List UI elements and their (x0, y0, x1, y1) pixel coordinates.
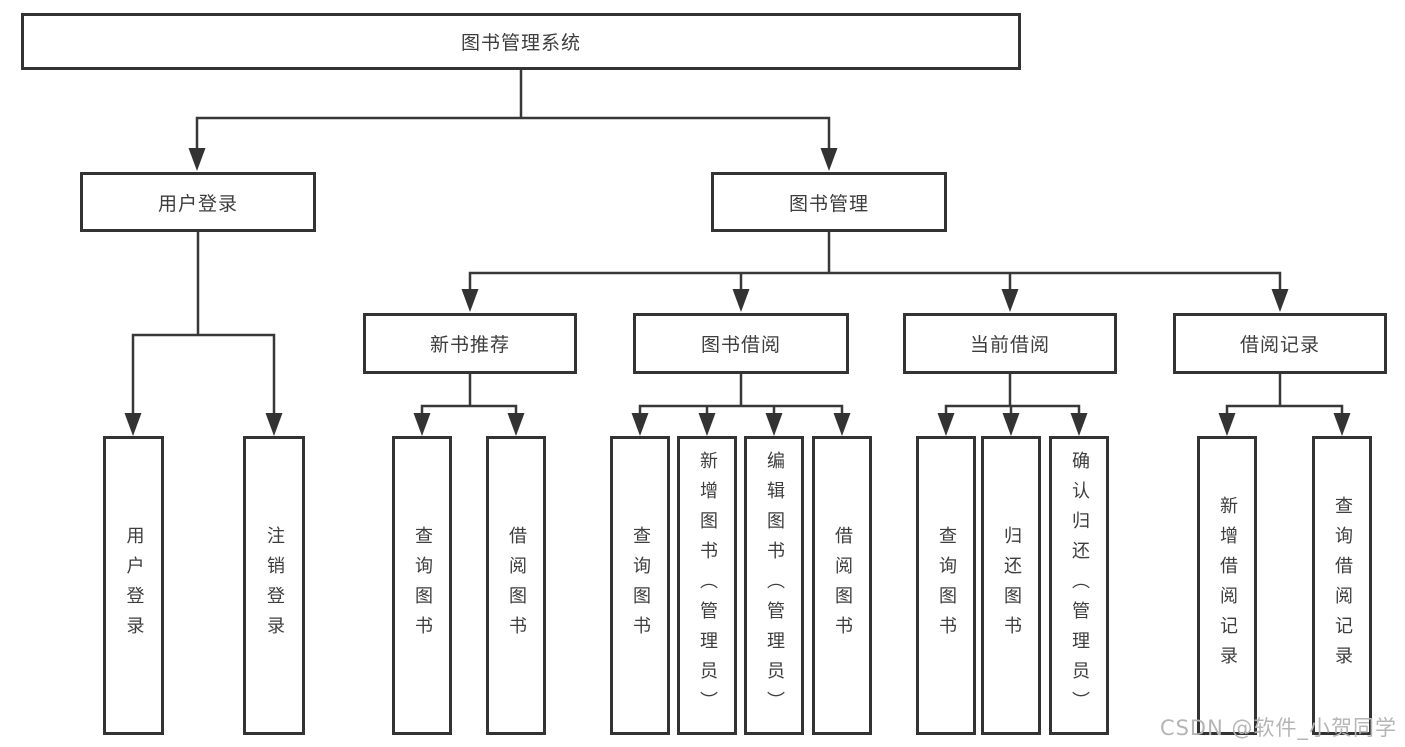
node-library-system: 图书管理系统 (21, 13, 1021, 70)
node-label: 借阅图书 (832, 525, 853, 646)
arrow-down-icon (631, 413, 649, 436)
arrow-down-icon (1070, 413, 1088, 436)
leaf-borrow-books: 借阅图书 (812, 436, 872, 735)
leaf-query-books: 查询图书 (916, 436, 976, 735)
leaf-confirm-return-admin: 确认归还（管理员） (1049, 436, 1109, 735)
node-borrow-records: 借阅记录 (1173, 313, 1387, 374)
node-label: 编辑图书（管理员） (764, 450, 785, 721)
node-user-login: 用户登录 (80, 172, 316, 232)
node-label: 借阅记录 (1239, 334, 1320, 356)
leaf-query-borrow-record: 查询借阅记录 (1312, 436, 1372, 735)
arrow-down-icon (698, 413, 716, 436)
node-label: 新增图书（管理员） (697, 450, 718, 721)
node-book-management: 图书管理 (711, 172, 947, 232)
node-label: 图书管理 (788, 192, 869, 215)
arrow-down-icon (833, 413, 851, 436)
arrow-down-icon (1271, 289, 1289, 312)
node-label: 新书推荐 (429, 334, 510, 356)
node-label: 注销登录 (264, 525, 285, 646)
leaf-add-borrow-record: 新增借阅记录 (1197, 436, 1257, 735)
node-label: 当前借阅 (969, 334, 1050, 356)
arrow-down-icon (1333, 413, 1351, 436)
arrow-down-icon (507, 413, 525, 436)
node-label: 图书管理系统 (460, 32, 581, 54)
leaf-user-login: 用户登录 (103, 436, 164, 735)
connector-new-book-rec-children (420, 372, 518, 417)
arrow-down-icon (1001, 289, 1019, 312)
connector-root-to-level2 (195, 67, 831, 152)
leaf-return-books: 归还图书 (981, 436, 1041, 735)
node-label: 归还图书 (1001, 525, 1022, 646)
node-label: 用户登录 (157, 192, 238, 215)
arrow-down-icon (937, 413, 955, 436)
connector-book-borrow-children (638, 372, 844, 417)
leaf-query-books: 查询图书 (610, 436, 670, 735)
connector-borrow-records-children (1225, 372, 1344, 417)
arrow-down-icon (124, 413, 142, 436)
arrow-down-icon (265, 413, 283, 436)
csdn-watermark: CSDN @软件_小贺同学 (1159, 716, 1397, 740)
node-label: 查询借阅记录 (1332, 495, 1353, 676)
arrow-down-icon (1002, 413, 1020, 436)
arrow-down-icon (820, 148, 838, 171)
leaf-query-books: 查询图书 (392, 436, 452, 735)
node-label: 确认归还（管理员） (1069, 450, 1090, 721)
connector-book-mgmt-children (468, 230, 1282, 293)
arrow-down-icon (188, 148, 206, 171)
node-label: 借阅图书 (506, 525, 527, 646)
connector-user-login-children (131, 230, 276, 417)
node-book-borrowing: 图书借阅 (633, 313, 849, 374)
arrow-down-icon (461, 289, 479, 312)
node-label: 查询图书 (412, 525, 433, 646)
leaf-add-books-admin: 新增图书（管理员） (677, 436, 737, 735)
node-label: 图书借阅 (700, 334, 781, 356)
arrow-down-icon (413, 413, 431, 436)
arrow-down-icon (765, 413, 783, 436)
leaf-edit-books-admin: 编辑图书（管理员） (744, 436, 804, 735)
connector-current-borrow-children (944, 372, 1081, 417)
leaf-logout: 注销登录 (243, 436, 305, 735)
node-new-book-recommend: 新书推荐 (363, 313, 577, 374)
node-current-borrowing: 当前借阅 (903, 313, 1117, 374)
node-label: 查询图书 (630, 525, 651, 646)
leaf-borrow-books: 借阅图书 (486, 436, 546, 735)
arrow-down-icon (1218, 413, 1236, 436)
arrow-down-icon (732, 289, 750, 312)
node-label: 查询图书 (936, 525, 957, 646)
node-label: 新增借阅记录 (1217, 495, 1238, 676)
node-label: 用户登录 (123, 525, 145, 646)
